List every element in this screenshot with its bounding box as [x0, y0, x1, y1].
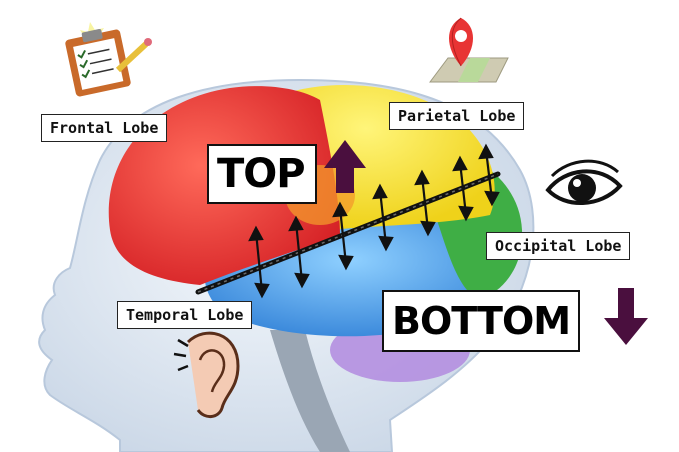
frontal-lobe-label: Frontal Lobe: [41, 114, 168, 142]
eye-icon: [545, 159, 623, 205]
double-arrow: [478, 143, 500, 207]
double-arrow: [248, 225, 270, 299]
top-label: TOP: [207, 144, 317, 204]
double-arrow: [288, 215, 310, 289]
double-arrow: [332, 201, 354, 271]
temporal-lobe-label: Temporal Lobe: [117, 301, 253, 329]
double-arrows: [248, 143, 500, 299]
bottom-label: BOTTOM: [382, 290, 581, 352]
clipboard-checklist-icon: [65, 22, 152, 97]
ear-icon: [173, 331, 240, 418]
map-pin-icon: [429, 17, 509, 83]
double-arrow: [372, 183, 394, 252]
down-arrow-icon: [604, 288, 648, 345]
double-arrow: [452, 155, 474, 222]
brain-stem: [270, 330, 350, 452]
up-arrow-icon: [324, 140, 366, 193]
parietal-lobe-label: Parietal Lobe: [389, 102, 525, 130]
occipital-lobe-label: Occipital Lobe: [486, 232, 631, 260]
double-arrow: [414, 169, 436, 237]
